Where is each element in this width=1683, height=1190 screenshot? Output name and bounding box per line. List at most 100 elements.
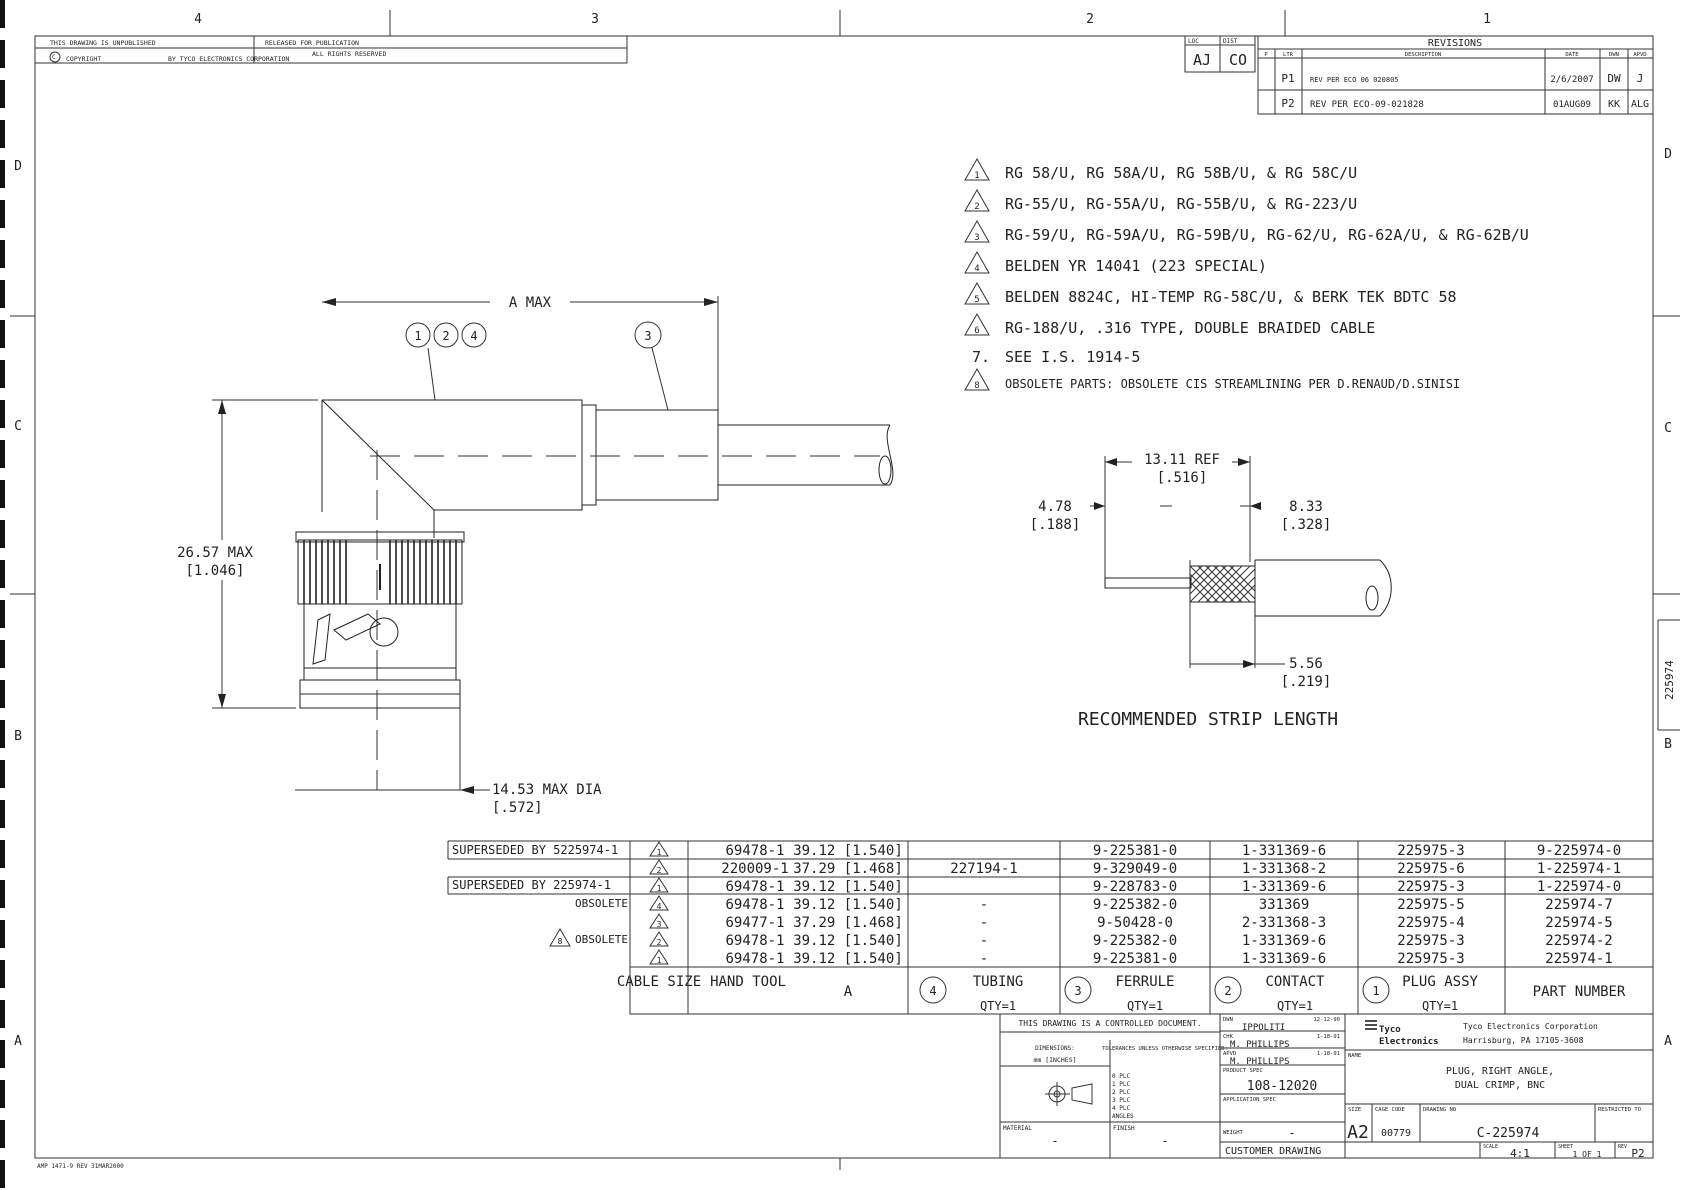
svg-text:1: 1 xyxy=(657,848,662,857)
svg-text:SIZE: SIZE xyxy=(1348,1107,1361,1113)
zone-col-3: 3 xyxy=(591,12,599,27)
svg-text:331369: 331369 xyxy=(1259,897,1310,913)
svg-text:PLUG ASSY: PLUG ASSY xyxy=(1402,974,1478,990)
svg-text:4 PLC: 4 PLC xyxy=(1112,1105,1130,1112)
svg-text:4: 4 xyxy=(929,984,936,998)
svg-text:DWN: DWN xyxy=(1223,1017,1233,1023)
company-address: Harrisburg, PA 17105-3608 xyxy=(1463,1036,1584,1045)
svg-text:9-225382-0: 9-225382-0 xyxy=(1093,933,1177,949)
loc-dist-block: LOC DIST AJ CO xyxy=(1184,35,1256,73)
svg-text:8: 8 xyxy=(558,937,563,946)
svg-text:1-331368-2: 1-331368-2 xyxy=(1242,861,1326,877)
svg-text:HAND TOOL: HAND TOOL xyxy=(710,974,786,990)
svg-text:3 PLC: 3 PLC xyxy=(1112,1097,1130,1104)
svg-text:9-225974-0: 9-225974-0 xyxy=(1537,843,1621,859)
parts-table-header: CABLE SIZE HAND TOOL A 4 TUBING QTY=1 3 … xyxy=(617,974,1626,1013)
rev-row-desc: REV PER ECO-09-021828 xyxy=(1310,100,1424,110)
svg-text:225974-2: 225974-2 xyxy=(1545,933,1612,949)
svg-text:69478-1: 69478-1 xyxy=(725,933,784,949)
svg-text:69478-1: 69478-1 xyxy=(725,897,784,913)
svg-text:RG-188/U, .316 TYPE, DOUBLE BR: RG-188/U, .316 TYPE, DOUBLE BRAIDED CABL… xyxy=(1005,319,1375,337)
zone-row-left-b: B xyxy=(14,729,22,744)
svg-text:225974-1: 225974-1 xyxy=(1545,951,1612,967)
svg-text:225975-3: 225975-3 xyxy=(1397,843,1464,859)
dist-value: CO xyxy=(1229,51,1247,69)
balloon-2: 2 xyxy=(442,329,449,343)
svg-text:1-225974-1: 1-225974-1 xyxy=(1537,861,1621,877)
ref-dim-mm: 13.11 REF xyxy=(1144,452,1220,468)
svg-text:3: 3 xyxy=(657,920,662,929)
svg-text:9-225381-0: 9-225381-0 xyxy=(1093,843,1177,859)
svg-text:CABLE SIZE: CABLE SIZE xyxy=(617,974,701,990)
product-spec: 108-12020 xyxy=(1247,1079,1317,1094)
svg-text:225974-7: 225974-7 xyxy=(1545,897,1612,913)
rev-row-date: 2/6/2007 xyxy=(1550,75,1593,85)
svg-text:TOLERANCES UNLESS OTHERWISE SP: TOLERANCES UNLESS OTHERWISE SPECIFIED: xyxy=(1102,1046,1228,1052)
d3-dim-in: [.219] xyxy=(1281,674,1332,690)
svg-text:12-12-90: 12-12-90 xyxy=(1314,1017,1341,1023)
svg-text:1-18-91: 1-18-91 xyxy=(1317,1034,1340,1040)
height-dim-in: [1.046] xyxy=(185,563,244,579)
superseded-note-1: SUPERSEDED BY 5225974-1 xyxy=(452,843,618,857)
balloon-3: 3 xyxy=(644,329,651,343)
zone-col-2: 2 xyxy=(1086,12,1094,27)
svg-text:225975-3: 225975-3 xyxy=(1397,879,1464,895)
zone-row-right-a: A xyxy=(1664,1034,1672,1049)
svg-text:4: 4 xyxy=(657,902,662,911)
rev-row-apvd: ALG xyxy=(1631,99,1649,110)
zone-row-right-b: B xyxy=(1664,737,1672,752)
svg-text:225975-4: 225975-4 xyxy=(1397,915,1464,931)
svg-text:QTY=1: QTY=1 xyxy=(980,999,1016,1013)
company-name: Tyco Electronics Corporation xyxy=(1463,1022,1598,1031)
connector-view: A MAX 1 2 4 3 xyxy=(165,292,894,816)
d1-dim-mm: 4.78 xyxy=(1038,499,1072,515)
svg-text:MATERIAL: MATERIAL xyxy=(1003,1125,1032,1132)
released-text: RELEASED FOR PUBLICATION xyxy=(265,39,359,47)
svg-text:Electronics: Electronics xyxy=(1379,1036,1439,1047)
svg-text:5: 5 xyxy=(974,295,979,305)
d2-dim-mm: 8.33 xyxy=(1289,499,1323,515)
svg-text:1: 1 xyxy=(974,171,979,181)
svg-text:69478-1: 69478-1 xyxy=(725,879,784,895)
zone-col-1: 1 xyxy=(1483,12,1491,27)
d2-dim-in: [.328] xyxy=(1281,517,1332,533)
scale-value: 4:1 xyxy=(1510,1147,1530,1160)
svg-text:227194-1: 227194-1 xyxy=(950,861,1017,877)
svg-text:6: 6 xyxy=(974,326,979,336)
zone-row-left-c: C xyxy=(14,419,22,434)
svg-text:37.29 [1.468]: 37.29 [1.468] xyxy=(793,861,903,877)
revision-value: P2 xyxy=(1631,1147,1644,1160)
unpublished-block: THIS DRAWING IS UNPUBLISHED RELEASED FOR… xyxy=(34,35,628,64)
svg-text:1-331369-6: 1-331369-6 xyxy=(1242,879,1326,895)
svg-text:SHEET: SHEET xyxy=(1558,1144,1573,1150)
svg-text:FINISH: FINISH xyxy=(1113,1125,1135,1132)
svg-text:1-331369-6: 1-331369-6 xyxy=(1242,843,1326,859)
svg-text:OBSOLETE PARTS: OBSOLETE CIS S: OBSOLETE PARTS: OBSOLETE CIS STREAMLININ… xyxy=(1005,377,1460,391)
svg-text:9-228783-0: 9-228783-0 xyxy=(1093,879,1177,895)
svg-text:1: 1 xyxy=(657,884,662,893)
svg-text:BELDEN YR 14041 (223 SPECIAL): BELDEN YR 14041 (223 SPECIAL) xyxy=(1005,257,1267,275)
svg-text:-: - xyxy=(980,915,988,931)
svg-text:DATE: DATE xyxy=(1565,52,1578,58)
dimension-units: mm [INCHES] xyxy=(1033,1056,1076,1064)
parts-table: SUPERSEDED BY 5225974-1 SUPERSEDED BY 22… xyxy=(447,840,1654,1015)
svg-text:RG-55/U, RG-55A/U, RG-55B/U, &: RG-55/U, RG-55A/U, RG-55B/U, & RG-223/U xyxy=(1005,195,1357,213)
obsolete-note-1: OBSOLETE xyxy=(575,897,628,910)
svg-text:CONTACT: CONTACT xyxy=(1265,974,1325,990)
svg-text:APVD: APVD xyxy=(1633,52,1646,58)
svg-text:REV: REV xyxy=(1618,1144,1627,1150)
svg-text:CHK: CHK xyxy=(1223,1034,1234,1040)
svg-text:2 PLC: 2 PLC xyxy=(1112,1089,1130,1096)
svg-text:LTR: LTR xyxy=(1283,52,1294,58)
side-drawing-number: 225974 xyxy=(1663,660,1676,700)
svg-text:220009-1: 220009-1 xyxy=(721,861,788,877)
svg-text:2: 2 xyxy=(974,202,979,212)
company-logo: Tyco Electronics xyxy=(1365,1020,1439,1047)
svg-text:225974-5: 225974-5 xyxy=(1545,915,1612,931)
balloon-4: 4 xyxy=(470,329,477,343)
part-title-line2: DUAL CRIMP, BNC xyxy=(1455,1080,1545,1091)
